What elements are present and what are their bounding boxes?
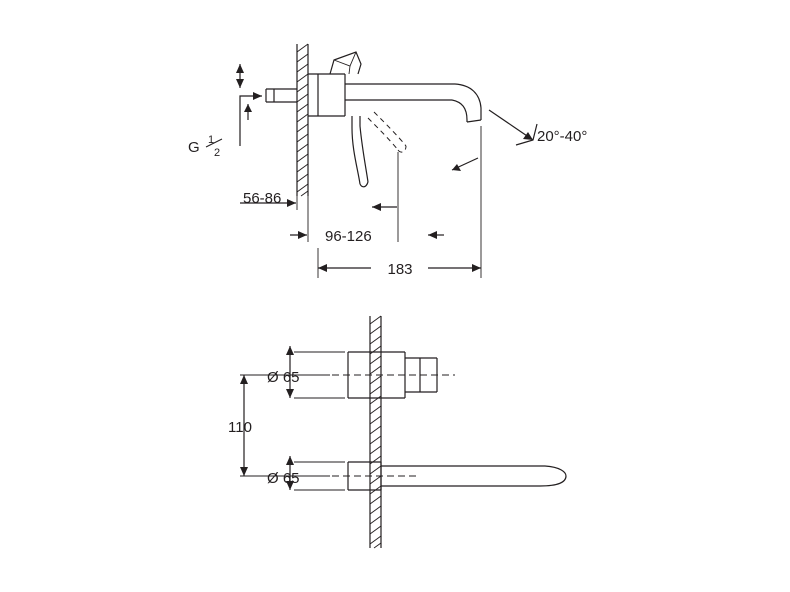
inlet-height-arrows [236, 64, 252, 120]
label-outlet-angle: 20°-40° [537, 128, 587, 145]
dimension-wall-offset [240, 196, 298, 210]
label-thread-numerator: 1 [208, 134, 214, 146]
wall-top-view [296, 43, 309, 197]
angle-leader [488, 109, 538, 146]
upper-rosette-and-handle [332, 351, 455, 399]
wall-front-view [369, 315, 382, 549]
label-thread-g: G [188, 139, 200, 156]
spout-barrel [345, 83, 455, 101]
inlet-connection-stub [265, 88, 297, 103]
dimension-total-projection [317, 126, 482, 278]
thread-leader [239, 92, 262, 146]
label-rosette-diameter-bottom: Ø 65 [267, 470, 300, 487]
dimension-rosette-top [286, 346, 345, 399]
lever-handle-ghost [367, 111, 407, 153]
lever-handle [351, 116, 369, 188]
label-total-projection: 183 [387, 261, 412, 278]
label-center-distance: 110 [228, 419, 252, 436]
dimension-inner-projection [290, 152, 444, 242]
label-thread-denominator: 2 [214, 147, 220, 159]
label-rosette-diameter-top: Ø 65 [267, 369, 300, 386]
detail-leader-arrow [451, 157, 479, 171]
dimension-center-distance [240, 374, 330, 477]
label-wall-offset: 56-86 [243, 190, 281, 207]
top-cap-detail [329, 51, 362, 75]
lower-rosette-and-spout [332, 461, 567, 491]
label-inner-projection: 96-126 [325, 228, 372, 245]
spout-outlet-curve [451, 83, 482, 123]
mixer-body-top-view [308, 73, 346, 117]
dimension-rosette-bottom [286, 456, 345, 491]
